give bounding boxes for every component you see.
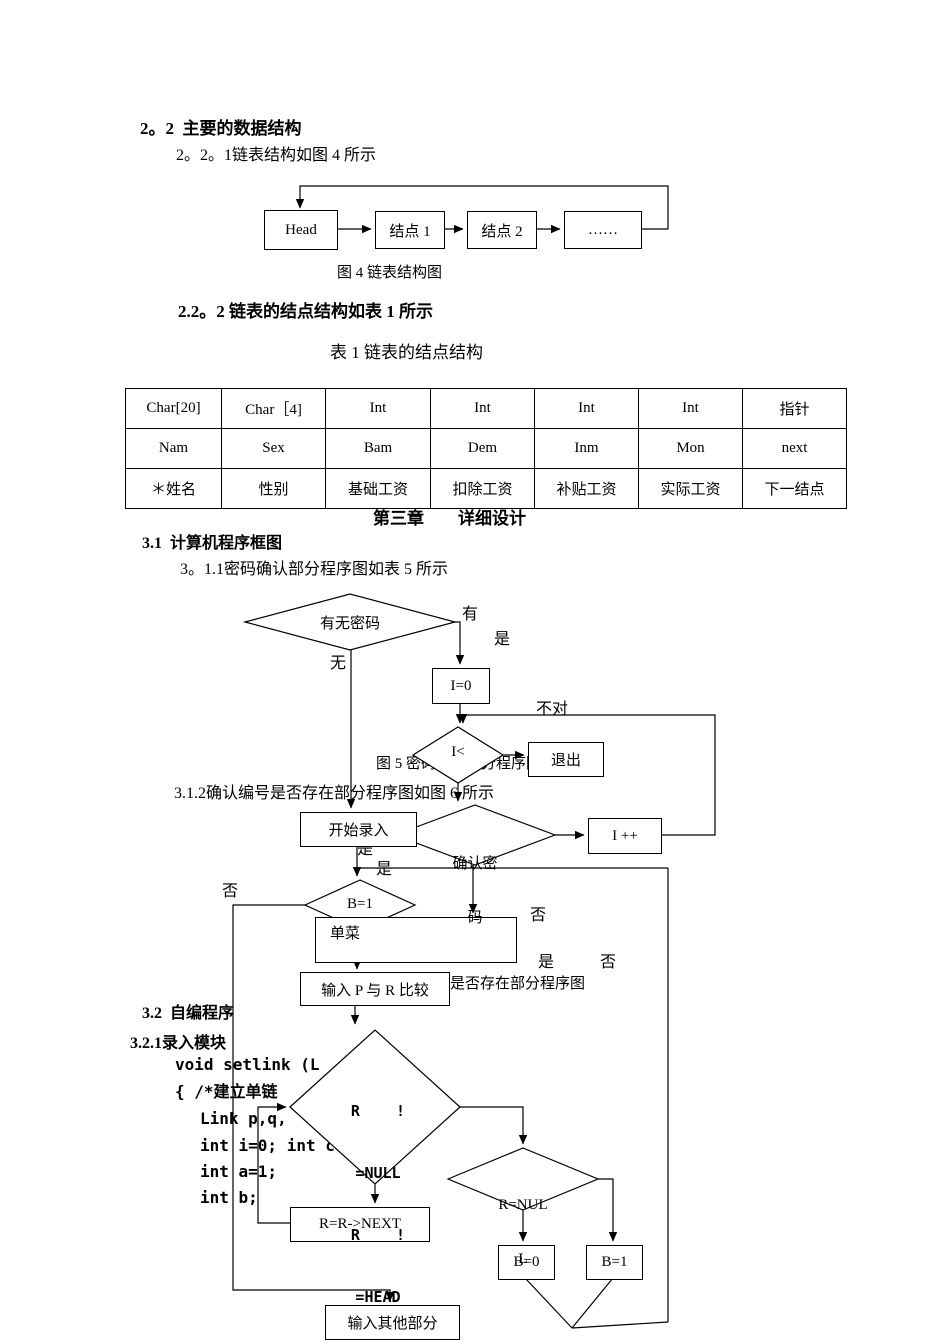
decision-r-conditions-label: R ! =NULL R ! =HEAD R ! =P xyxy=(328,1062,428,1344)
table-cell: 性别 xyxy=(221,468,326,509)
table-cell: Sex xyxy=(221,428,326,469)
decision-i-less-label: I< xyxy=(451,744,465,760)
line-right-converge xyxy=(571,1321,669,1329)
process-compare-p-r: 输入 P 与 R 比较 xyxy=(300,972,450,1006)
process-b-one: B=1 xyxy=(586,1245,643,1280)
process-input-other: 输入其他部分 xyxy=(325,1305,460,1340)
r-cond-line-4: =HEAD xyxy=(355,1288,401,1306)
table-cell: next xyxy=(742,428,847,469)
label-you: 有 xyxy=(462,606,479,623)
table-cell: 基础工资 xyxy=(325,468,431,509)
heading-2-2-1: 2。2。1链表结构如图 4 所示 xyxy=(176,147,377,164)
code-line-4: int i=0; int c xyxy=(200,1136,335,1155)
table-cell: Bam xyxy=(325,428,431,469)
table-cell: 补贴工资 xyxy=(534,468,639,509)
decision-confirm-password-label: 确认密 码 xyxy=(415,820,535,962)
process-quit: 退出 xyxy=(528,742,604,777)
arrow-rnull-to-b1 xyxy=(598,1178,618,1242)
r-null-line-2: L xyxy=(518,1251,528,1267)
label-shi-1: 是 xyxy=(494,631,511,648)
confirm-label-line-1: 确认密 xyxy=(452,856,498,872)
code-line-1: void setlink (L xyxy=(175,1055,320,1074)
heading-3-1: 3.1 计算机程序框图 xyxy=(142,535,283,552)
heading-3-2-1: 3.2.1录入模块 xyxy=(130,1035,227,1052)
table-cell: Int xyxy=(534,388,639,429)
code-line-3: Link p,q, xyxy=(200,1109,287,1128)
decision-b-equals-1-label: B=1 xyxy=(347,896,373,912)
label-wu: 无 xyxy=(330,655,347,672)
table-1-caption: 表 1 链表的结点结构 xyxy=(330,343,483,362)
confirm-label-line-2: 码 xyxy=(467,910,483,926)
code-line-2: { /*建立单链 xyxy=(175,1082,278,1101)
process-i-plus-plus: I ++ xyxy=(588,818,662,854)
table-cell: Inm xyxy=(534,428,639,469)
arrow-big-to-rnull xyxy=(460,1106,528,1145)
decision-has-password-label: 有无密码 xyxy=(319,616,380,632)
list-node-1: 结点 1 xyxy=(375,211,445,249)
table-cell: ＊姓名 xyxy=(125,468,222,509)
heading-3-2: 3.2 自编程序 xyxy=(142,1005,235,1022)
decision-r-null-label: R=NUL L xyxy=(473,1161,573,1303)
heading-3-1-1: 3。1.1密码确认部分程序图如表 5 所示 xyxy=(180,561,449,578)
list-node-more: …… xyxy=(564,211,642,249)
label-fou-right: 否 xyxy=(600,954,617,971)
table-cell: 下一结点 xyxy=(742,468,847,509)
process-i-zero: I=0 xyxy=(432,668,490,704)
table-cell: Char［4] xyxy=(221,388,326,429)
heading-3-1-2: 3.1.2确认编号是否存在部分程序图如图 6 所示 xyxy=(174,785,495,802)
r-cond-line-2: =NULL xyxy=(355,1164,401,1182)
table-row: ＊姓名 性别 基础工资 扣除工资 补贴工资 实际工资 下一结点 xyxy=(125,468,847,509)
heading-2-2-2: 2.2。2 链表的结点结构如表 1 所示 xyxy=(178,302,433,321)
list-node-2: 结点 2 xyxy=(467,211,537,249)
heading-2-2: 2。2 主要的数据结构 xyxy=(140,119,302,138)
table-cell: Int xyxy=(638,388,743,429)
label-fou-left: 否 xyxy=(222,883,239,900)
label-fou-mid: 否 xyxy=(530,907,547,924)
process-start-entry: 开始录入 xyxy=(300,812,417,847)
r-cond-line-1: R ! xyxy=(350,1102,406,1120)
label-shi-4: 是 xyxy=(538,954,555,971)
figure-6-caption-fragment: 是否存在部分程序图 xyxy=(450,976,586,992)
node-structure-table: Char[20] Char［4] Int Int Int Int 指针 Nam … xyxy=(125,388,847,509)
table-cell: 指针 xyxy=(742,388,847,429)
table-cell: Dem xyxy=(430,428,535,469)
code-line-5: int a=1; xyxy=(200,1162,278,1181)
arrow-haspwd-to-i0 xyxy=(455,621,465,665)
code-line-6: int b; xyxy=(200,1188,258,1207)
label-budui: 不对 xyxy=(536,701,569,718)
list-node-head: Head xyxy=(264,210,338,250)
table-cell: 实际工资 xyxy=(638,468,743,509)
figure-4-caption: 图 4 链表结构图 xyxy=(337,265,443,281)
table-cell: Char[20] xyxy=(125,388,222,429)
table-row: Nam Sex Bam Dem Inm Mon next xyxy=(125,428,847,469)
line-b1-converge xyxy=(571,1277,614,1329)
chapter-3-title: 第三章 详细设计 xyxy=(373,509,526,528)
table-cell: Nam xyxy=(125,428,222,469)
label-shi-3: 是 xyxy=(376,861,393,878)
table-cell: 扣除工资 xyxy=(430,468,535,509)
table-cell: Mon xyxy=(638,428,743,469)
table-cell: Int xyxy=(325,388,431,429)
table-row: Char[20] Char［4] Int Int Int Int 指针 xyxy=(125,388,847,429)
table-cell: Int xyxy=(430,388,535,429)
r-cond-line-3: R ! xyxy=(350,1226,406,1244)
r-null-line-1: R=NUL xyxy=(498,1197,548,1213)
